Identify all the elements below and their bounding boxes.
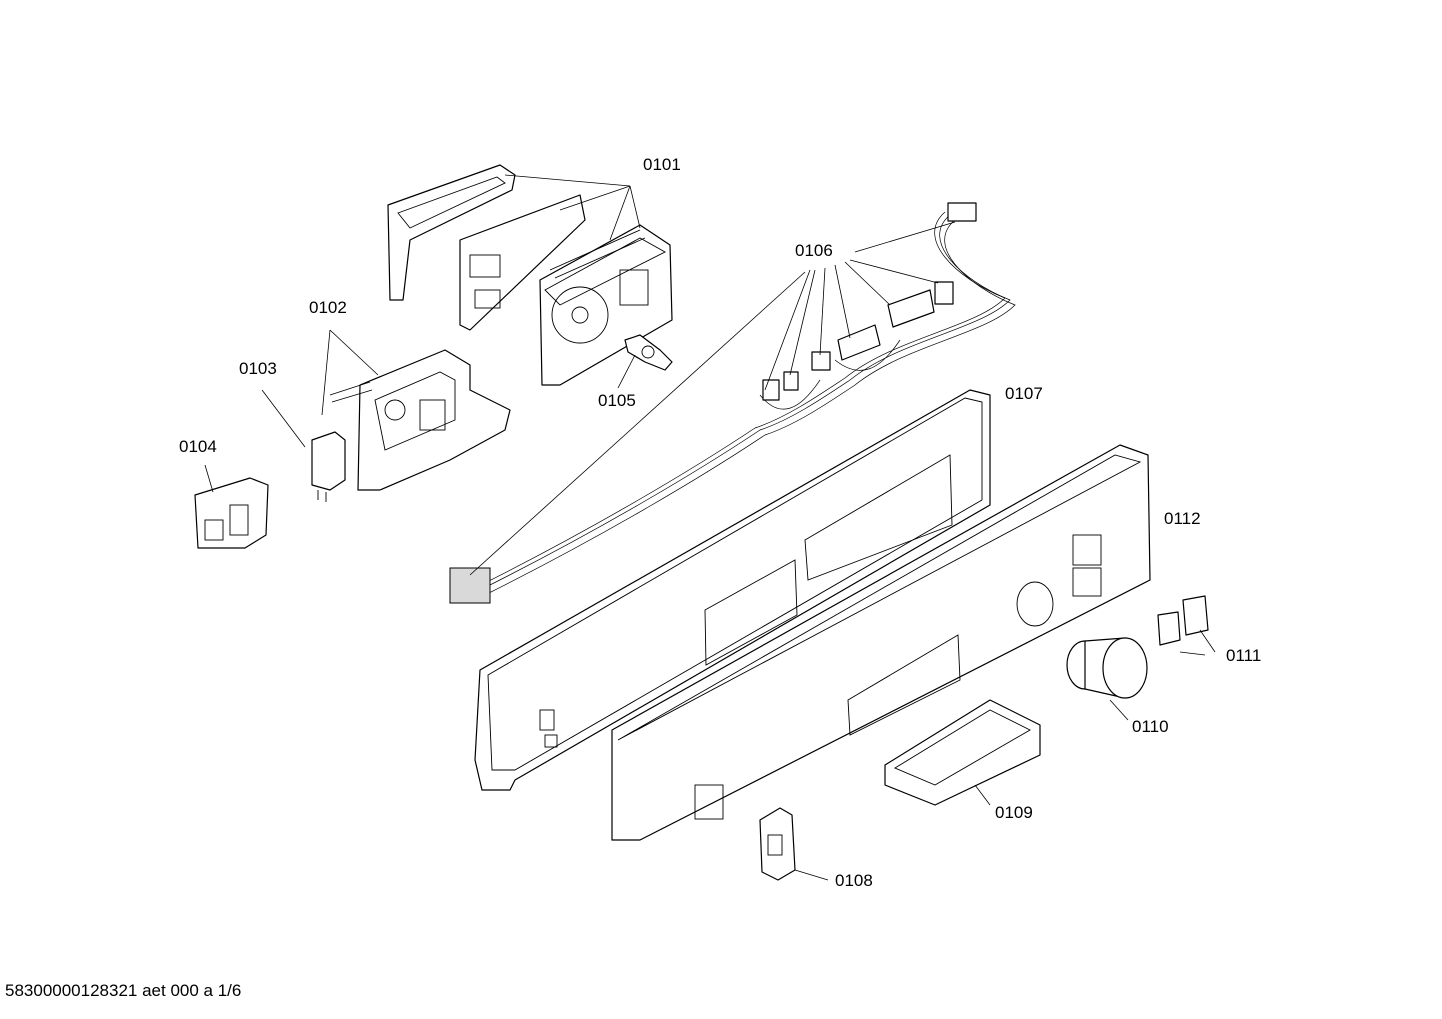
callout-0102: 0102 [309,298,347,317]
part-0111-clips [1157,595,1209,646]
part-0104-switch-block [194,477,269,549]
callout-0104: 0104 [179,437,217,456]
callout-0101: 0101 [643,155,681,174]
part-0107-frame [474,389,991,791]
callout-0107: 0107 [1005,384,1043,403]
callout-0111: 0111 [1226,646,1262,665]
callout-0112: 0112 [1164,509,1201,528]
part-0109-cover [884,699,1041,806]
callout-0103: 0103 [239,359,277,378]
part-0105-switch [624,334,673,371]
callout-0105: 0105 [598,391,636,410]
part-0103-suppressor [311,431,346,502]
part-0102-holder [329,349,511,491]
part-0106-wiring-harness [449,202,1016,604]
callout-0106: 0106 [795,241,833,260]
document-id: 58300000128321 aet 000 a 1/6 [5,981,242,1000]
part-0112-facia [611,444,1151,841]
leader-lines [204,174,1216,881]
callout-0110: 0110 [1132,717,1169,736]
part-0101-electronic-module [387,164,673,386]
part-0110-knob [1066,637,1148,699]
part-0108-latch [759,807,796,881]
callout-0109: 0109 [995,803,1033,822]
callout-0108: 0108 [835,871,873,890]
